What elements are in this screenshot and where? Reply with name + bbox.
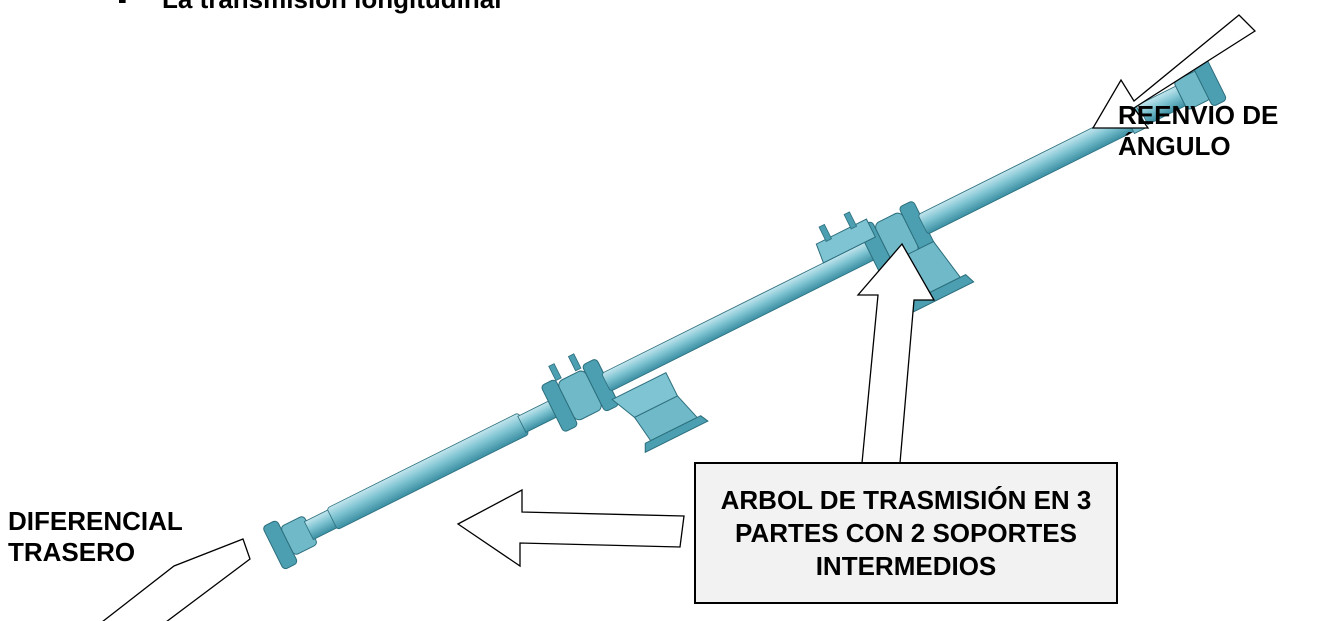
shaft-section-3	[918, 111, 1135, 234]
label-line: DIFERENCIAL	[8, 506, 183, 536]
callout-box: ARBOL DE TRASMISIÓN EN 3 PARTES CON 2 SO…	[694, 462, 1118, 604]
arrow-to-diferencial	[102, 538, 251, 621]
arrow-to-reenvio	[1091, 14, 1257, 129]
shaft-section-2	[602, 242, 875, 391]
label-reenvio-de-angulo: REENVIO DE ÁNGULO	[1118, 100, 1278, 162]
label-line: REENVIO DE	[1118, 100, 1279, 130]
arrow-left-to-shaft	[456, 488, 685, 568]
intermediate-support-1	[541, 353, 709, 454]
arrow-up-to-shaft	[856, 242, 936, 464]
label-line: ÁNGULO	[1118, 131, 1231, 161]
drive-shaft-illustration	[263, 57, 1227, 570]
callout-text: ARBOL DE TRASMISIÓN EN 3 PARTES CON 2 SO…	[720, 484, 1092, 581]
page-heading: La transmisión longitudinal	[162, 0, 501, 15]
label-diferencial-trasero: DIFERENCIAL TRASERO	[8, 506, 183, 568]
label-line: TRASERO	[8, 537, 136, 567]
intermediate-support-2	[815, 201, 975, 315]
heading-bullet: -	[118, 0, 127, 15]
